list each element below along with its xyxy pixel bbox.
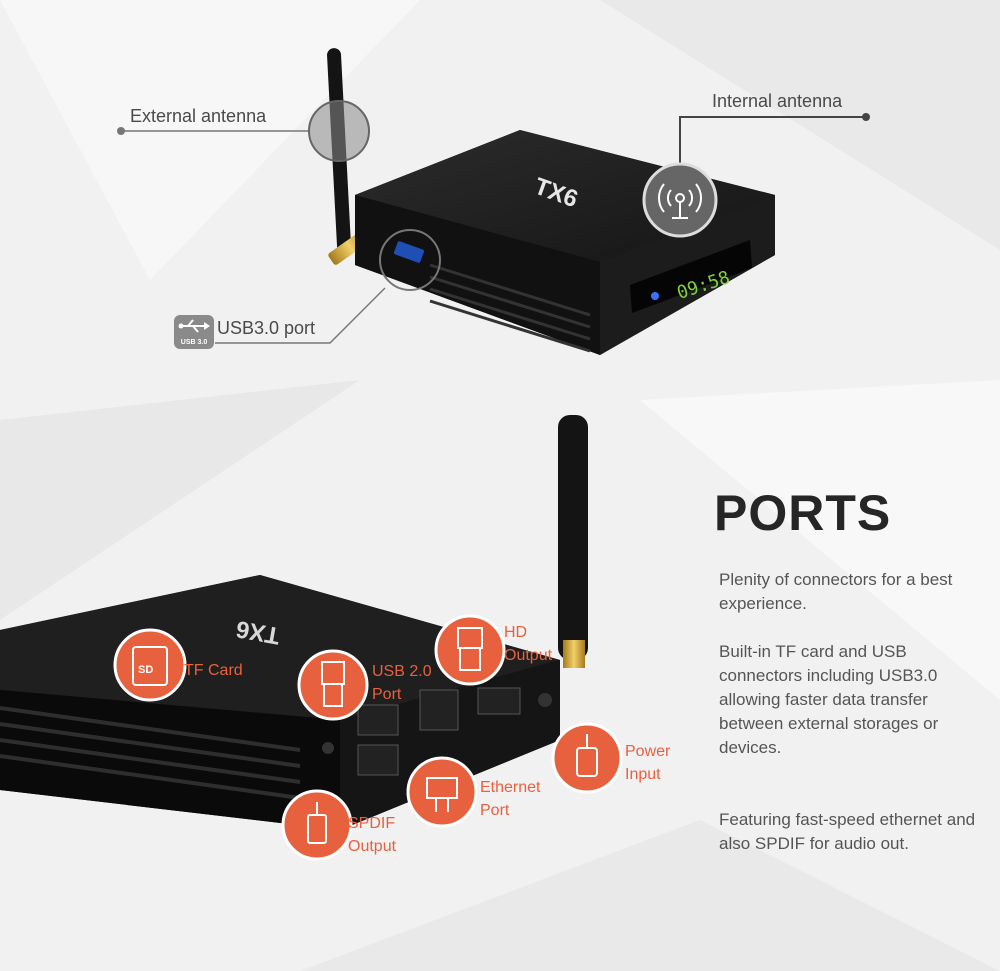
bg-facet (0, 380, 360, 620)
usb-trident-icon (178, 319, 210, 333)
power-input-label: Power Input (625, 743, 671, 783)
spdif-output-label: SPDIF Output (348, 815, 397, 855)
usb2-port-label: USB 2.0 Port (372, 663, 432, 703)
bg-facet (300, 820, 1000, 971)
audio-plug-icon (281, 789, 353, 861)
internal-antenna-label: Internal antenna (712, 91, 843, 111)
hdmi-plug-icon (434, 614, 506, 686)
ports-paragraph-1: Plenity of connectors for a best experie… (719, 570, 953, 613)
bg-facet (0, 0, 420, 280)
ethernet-port-label: Ethernet Port (480, 779, 541, 819)
external-antenna-bottom (558, 415, 588, 660)
ethernet-icon (406, 756, 478, 828)
antenna-zoom-icon (308, 100, 370, 162)
svg-text:SD: SD (138, 664, 153, 676)
sd-card-icon: SD (113, 628, 187, 702)
usb3-zoom-circle (379, 229, 441, 291)
usb-badge-text: USB 3.0 (180, 339, 208, 346)
usb-plug-icon (297, 649, 369, 721)
ports-heading: PORTS (714, 485, 892, 541)
hd-output-label: HD Output (504, 624, 553, 664)
usb3-port-label: USB3.0 port (217, 318, 316, 338)
tf-card-label: TF Card (184, 662, 243, 679)
ports-paragraph-2: Built-in TF card and USB connectors incl… (719, 642, 939, 757)
ports-paragraph-3: Featuring fast-speed ethernet and also S… (719, 810, 976, 853)
bg-facet (600, 0, 1000, 250)
power-plug-icon (551, 722, 623, 794)
bg-facet (640, 380, 1000, 700)
usb-icon: USB 3.0 (174, 315, 214, 349)
external-antenna-label: External antenna (130, 106, 267, 126)
wifi-antenna-icon (642, 162, 718, 238)
